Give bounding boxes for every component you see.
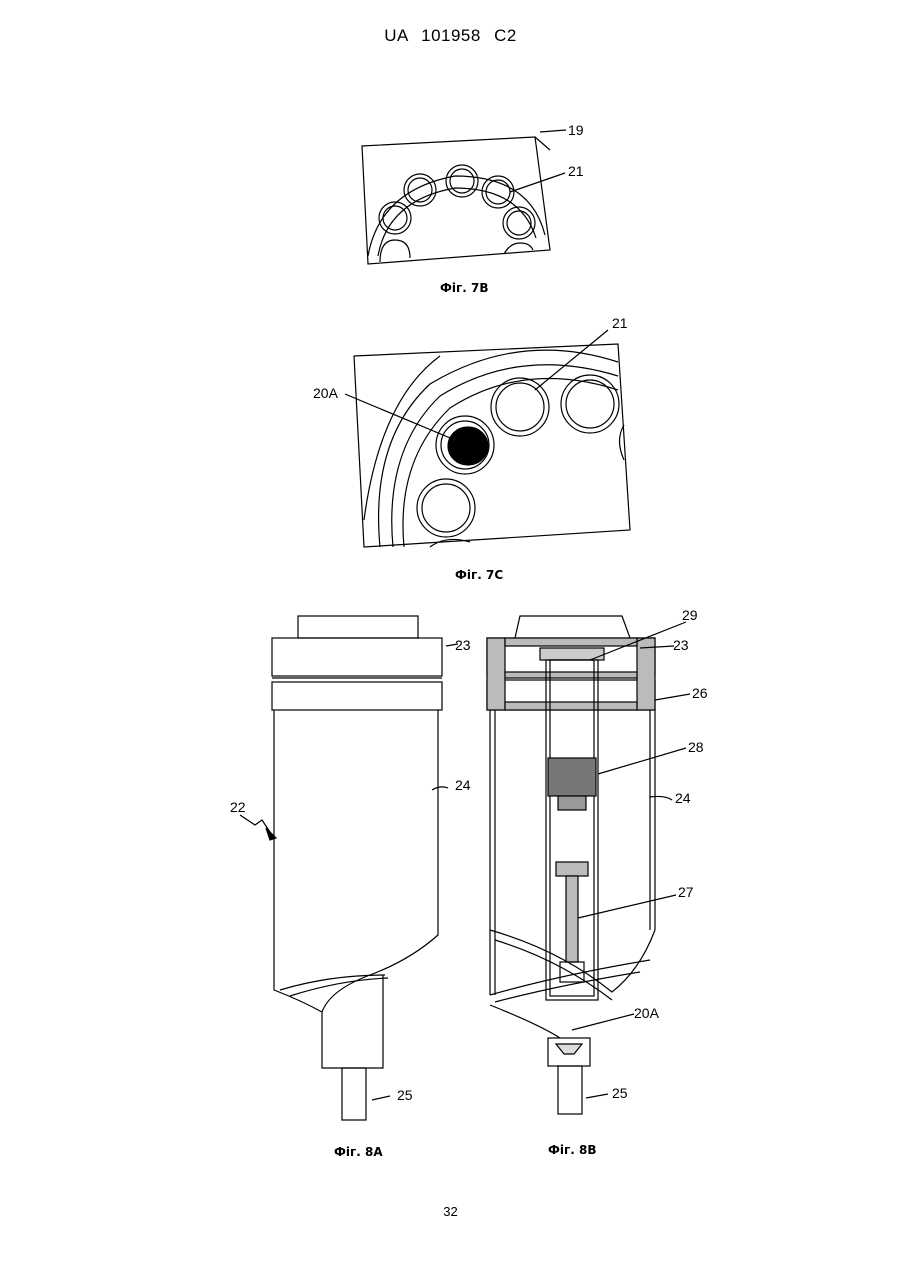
figure-7b-caption: Фіг. 7В xyxy=(440,281,489,295)
ref-8b-label-2: 23 xyxy=(673,637,689,653)
ref-7c-label-1: 21 xyxy=(612,315,628,331)
ref-7b-label-1: 19 xyxy=(568,122,584,138)
figure-7c xyxy=(345,330,630,547)
figure-8b xyxy=(487,616,690,1114)
ref-8b-label-6: 27 xyxy=(678,884,694,900)
page-number: 32 xyxy=(0,1204,901,1219)
figure-7b xyxy=(362,130,566,264)
ref-8b-label-3: 26 xyxy=(692,685,708,701)
ref-7c-label-2: 20A xyxy=(313,385,339,401)
ref-8b-label-1: 29 xyxy=(682,607,698,623)
ref-8a-label-3: 22 xyxy=(230,799,246,815)
ref-8b-label-4: 28 xyxy=(688,739,704,755)
ref-8b-label-7: 20A xyxy=(634,1005,660,1021)
ref-8b-label-8: 25 xyxy=(612,1085,628,1101)
ref-8a-label-4: 25 xyxy=(397,1087,413,1103)
figure-7c-caption: Фіг. 7С xyxy=(455,568,503,582)
ref-7b-label-2: 21 xyxy=(568,163,584,179)
ref-8b-label-5: 24 xyxy=(675,790,691,806)
figure-8b-caption: Фіг. 8В xyxy=(548,1143,597,1157)
ref-8a-label-2: 24 xyxy=(455,777,471,793)
ref-8a-label-1: 23 xyxy=(455,637,471,653)
figure-8a xyxy=(240,616,458,1120)
figure-8a-caption: Фіг. 8А xyxy=(334,1145,383,1159)
